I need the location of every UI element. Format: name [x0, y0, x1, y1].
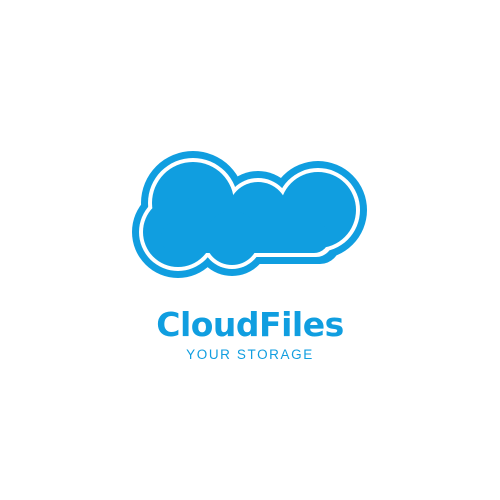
- cloud-inner-shape: [143, 162, 356, 267]
- brand-name: CloudFiles: [156, 305, 344, 344]
- brand-tagline: YOUR STORAGE: [186, 347, 314, 362]
